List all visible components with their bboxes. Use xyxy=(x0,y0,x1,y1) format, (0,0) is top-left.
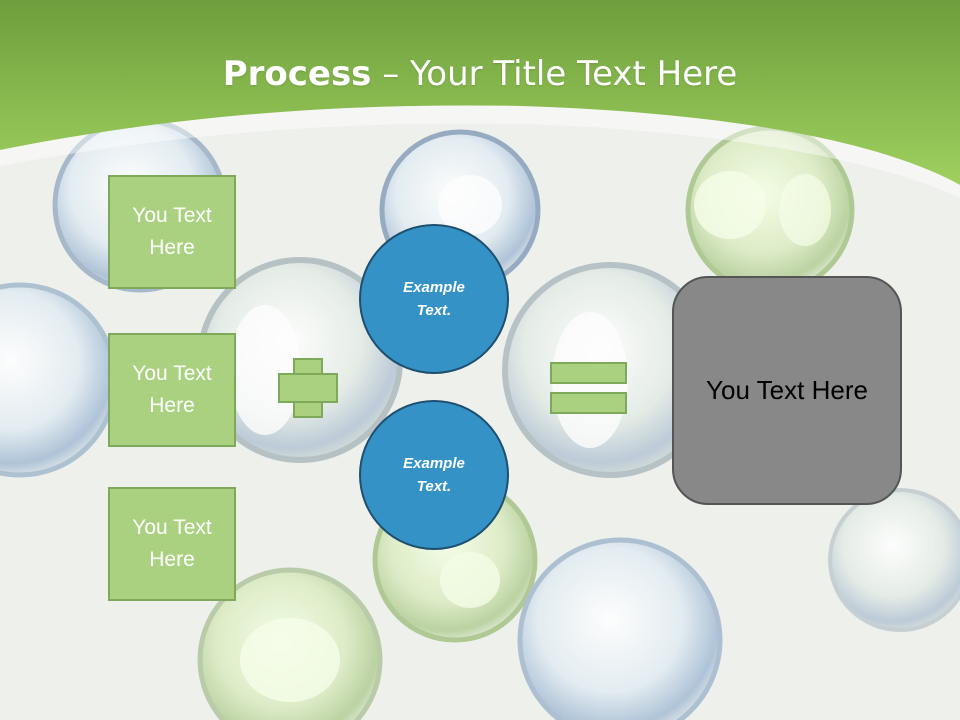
example-circle-1[interactable]: Example Text. xyxy=(359,224,509,374)
circle-label: Example Text. xyxy=(403,455,465,495)
input-box-label: You Text Here xyxy=(132,362,212,417)
input-box-1[interactable]: You Text Here xyxy=(108,175,236,289)
result-label: You Text Here xyxy=(706,375,868,405)
input-box-3[interactable]: You Text Here xyxy=(108,487,236,601)
page-title: Process – Your Title Text Here xyxy=(0,52,960,96)
input-box-label: You Text Here xyxy=(132,204,212,259)
title-bold: Process xyxy=(222,54,372,94)
input-box-label: You Text Here xyxy=(132,516,212,571)
title-rest: – Your Title Text Here xyxy=(371,54,738,94)
input-box-2[interactable]: You Text Here xyxy=(108,333,236,447)
example-circle-2[interactable]: Example Text. xyxy=(359,400,509,550)
circle-label: Example Text. xyxy=(403,279,465,319)
result-box[interactable]: You Text Here xyxy=(672,276,902,505)
